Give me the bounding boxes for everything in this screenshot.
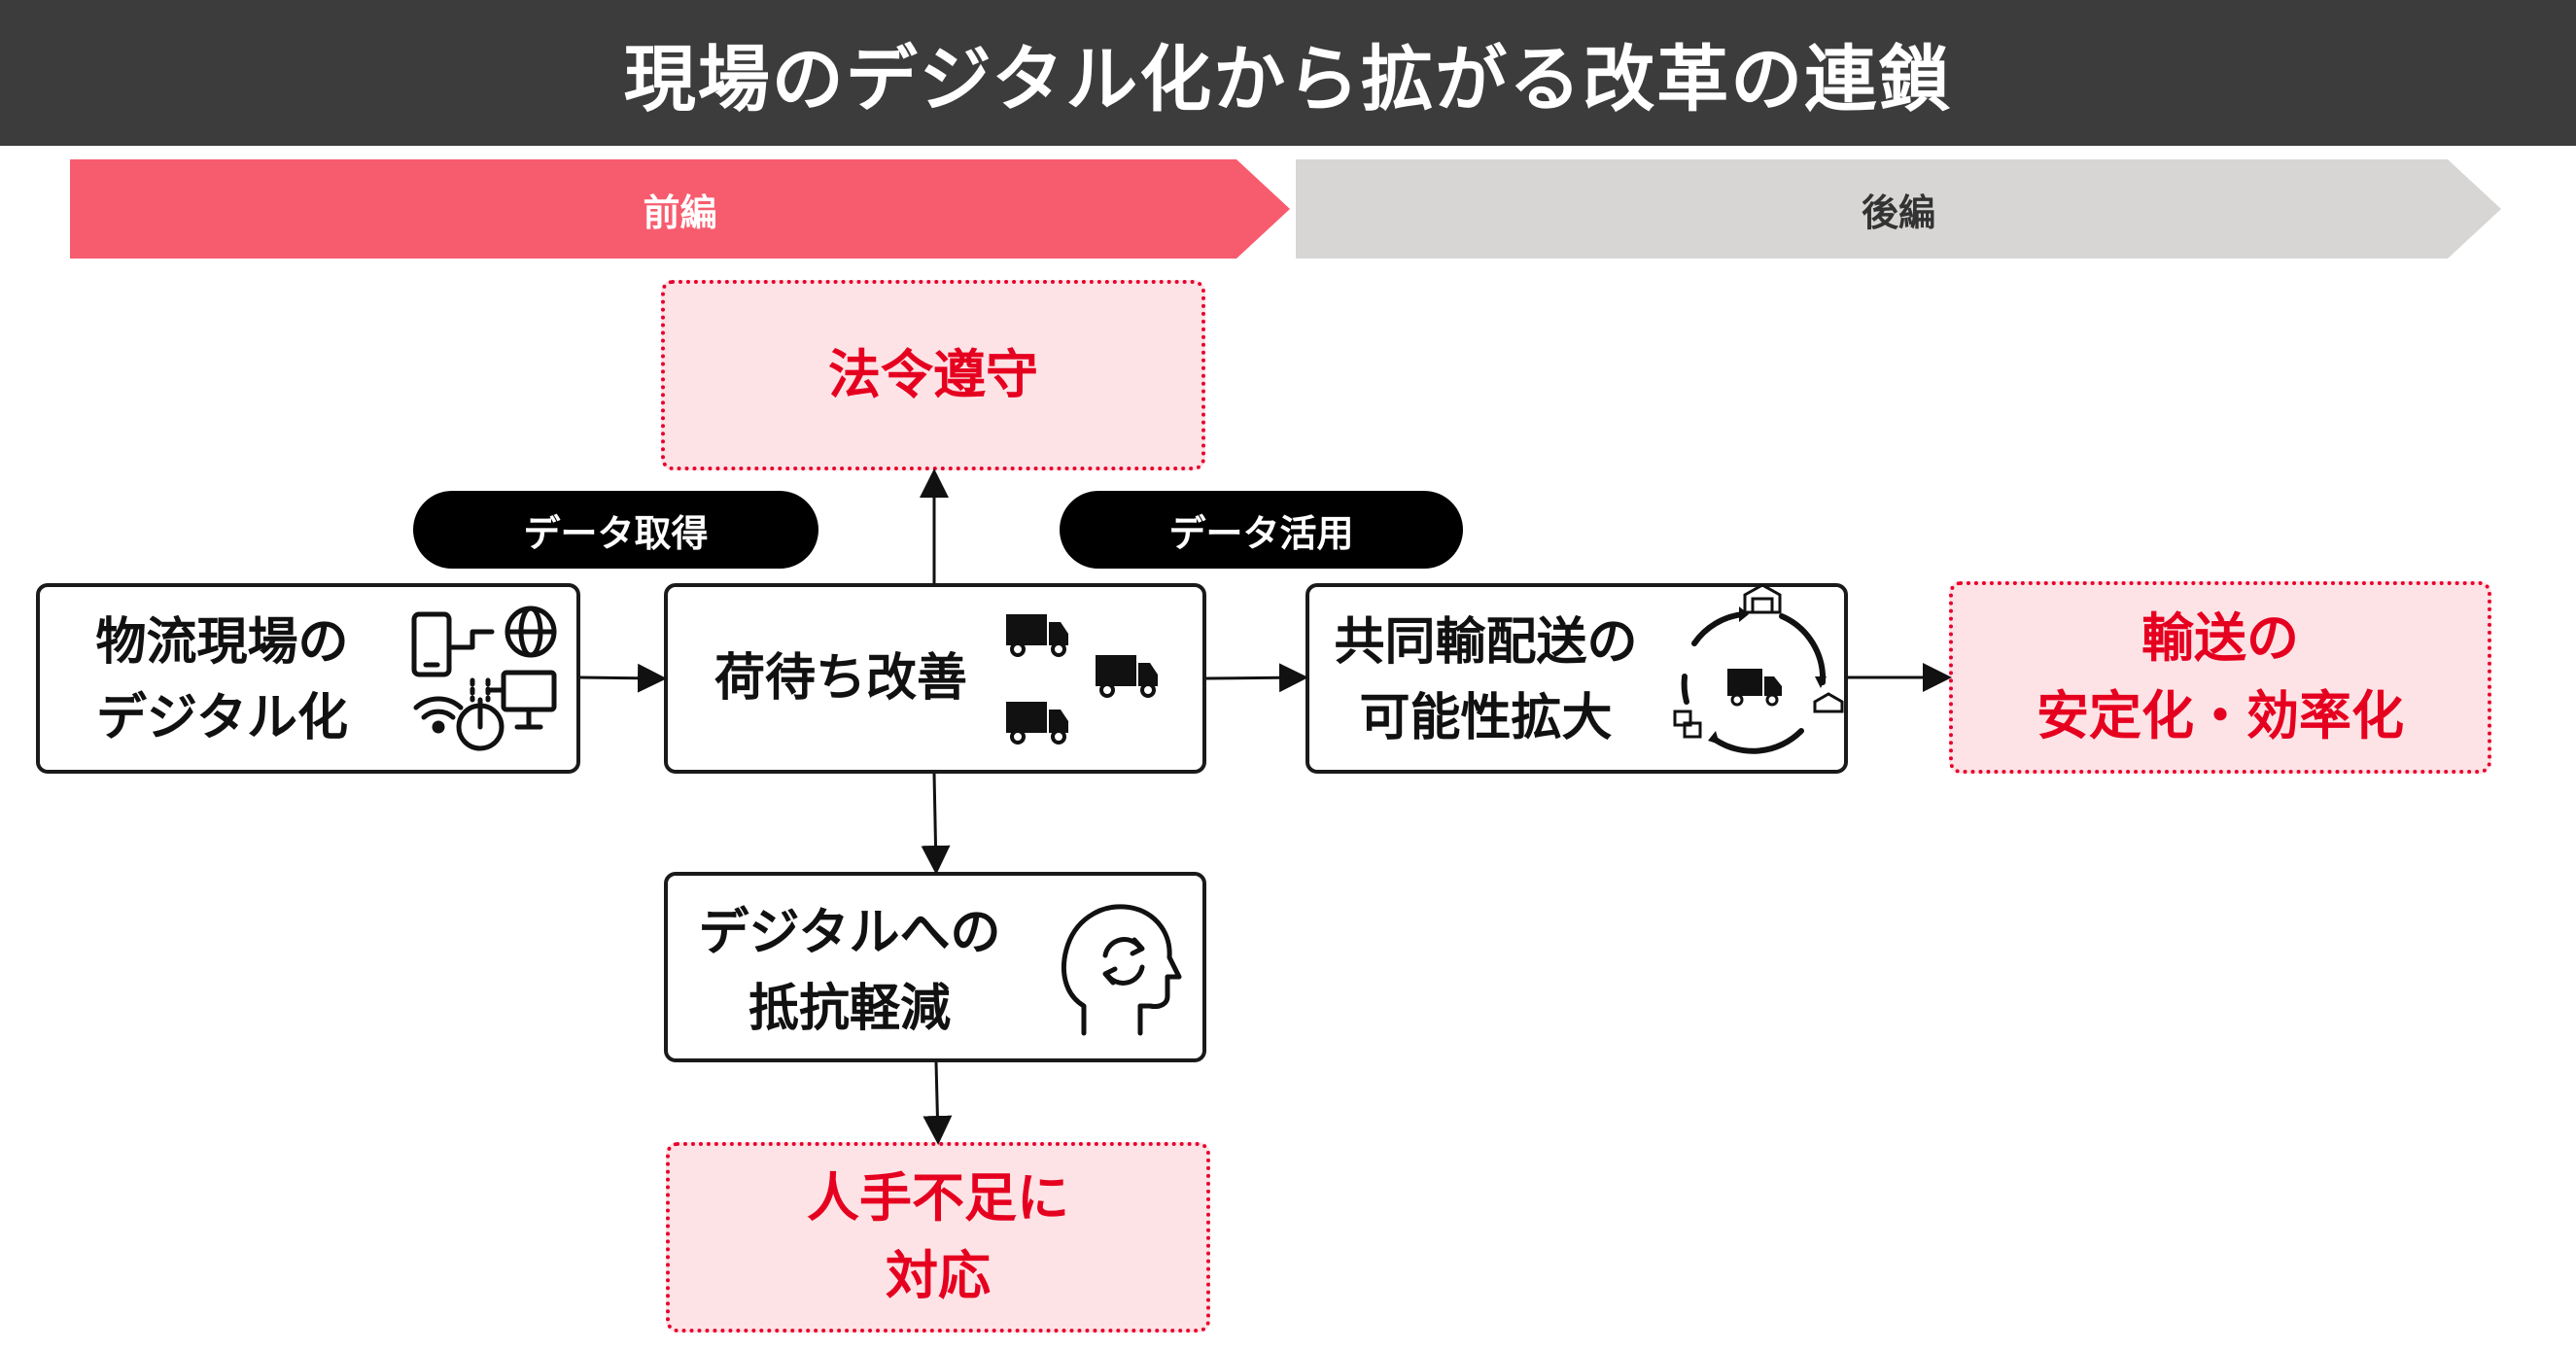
goal-compliance-text: 法令遵守 bbox=[828, 344, 1038, 405]
label-data-utilization: データ活用 bbox=[1060, 491, 1463, 569]
devices-network-icon bbox=[411, 606, 557, 751]
node-wait-improvement: 荷待ち改善 bbox=[664, 583, 1206, 774]
node-wait-improvement-text: 荷待ち改善 bbox=[714, 649, 967, 708]
arrow-wait-to-resistance bbox=[921, 773, 951, 875]
node-resistance-text: デジタルへの 抵抗軽減 bbox=[698, 904, 1001, 1038]
arrow-digitalization-to-wait bbox=[579, 663, 667, 693]
goal-transport-text: 輸送の 安定化・効率化 bbox=[2036, 607, 2404, 746]
node-digitalization: 物流現場の デジタル化 bbox=[36, 583, 580, 774]
node-joint-delivery-text: 共同輸配送の 可能性拡大 bbox=[1334, 613, 1638, 747]
node-digitalization-text: 物流現場の デジタル化 bbox=[95, 613, 349, 747]
phase-back-arrow: 後編 bbox=[1296, 159, 2501, 259]
truck-cycle-icon bbox=[1673, 583, 1844, 754]
phase-front-arrow: 前編 bbox=[70, 159, 1290, 259]
arrow-resistance-to-labor bbox=[922, 1061, 953, 1145]
trucks-icon bbox=[1006, 614, 1158, 745]
label-data-acquisition: データ取得 bbox=[413, 491, 818, 569]
arrow-wait-to-joint bbox=[1205, 663, 1308, 693]
node-resistance-reduction: デジタルへの 抵抗軽減 bbox=[664, 872, 1206, 1062]
node-joint-delivery: 共同輸配送の 可能性拡大 bbox=[1305, 583, 1848, 774]
head-refresh-icon bbox=[1062, 904, 1182, 1036]
goal-transport: 輸送の 安定化・効率化 bbox=[1949, 581, 2491, 774]
goal-labor-text: 人手不足に 対応 bbox=[807, 1167, 1069, 1306]
page-title: 現場のデジタル化から拡がる改革の連鎖 bbox=[0, 0, 2576, 146]
